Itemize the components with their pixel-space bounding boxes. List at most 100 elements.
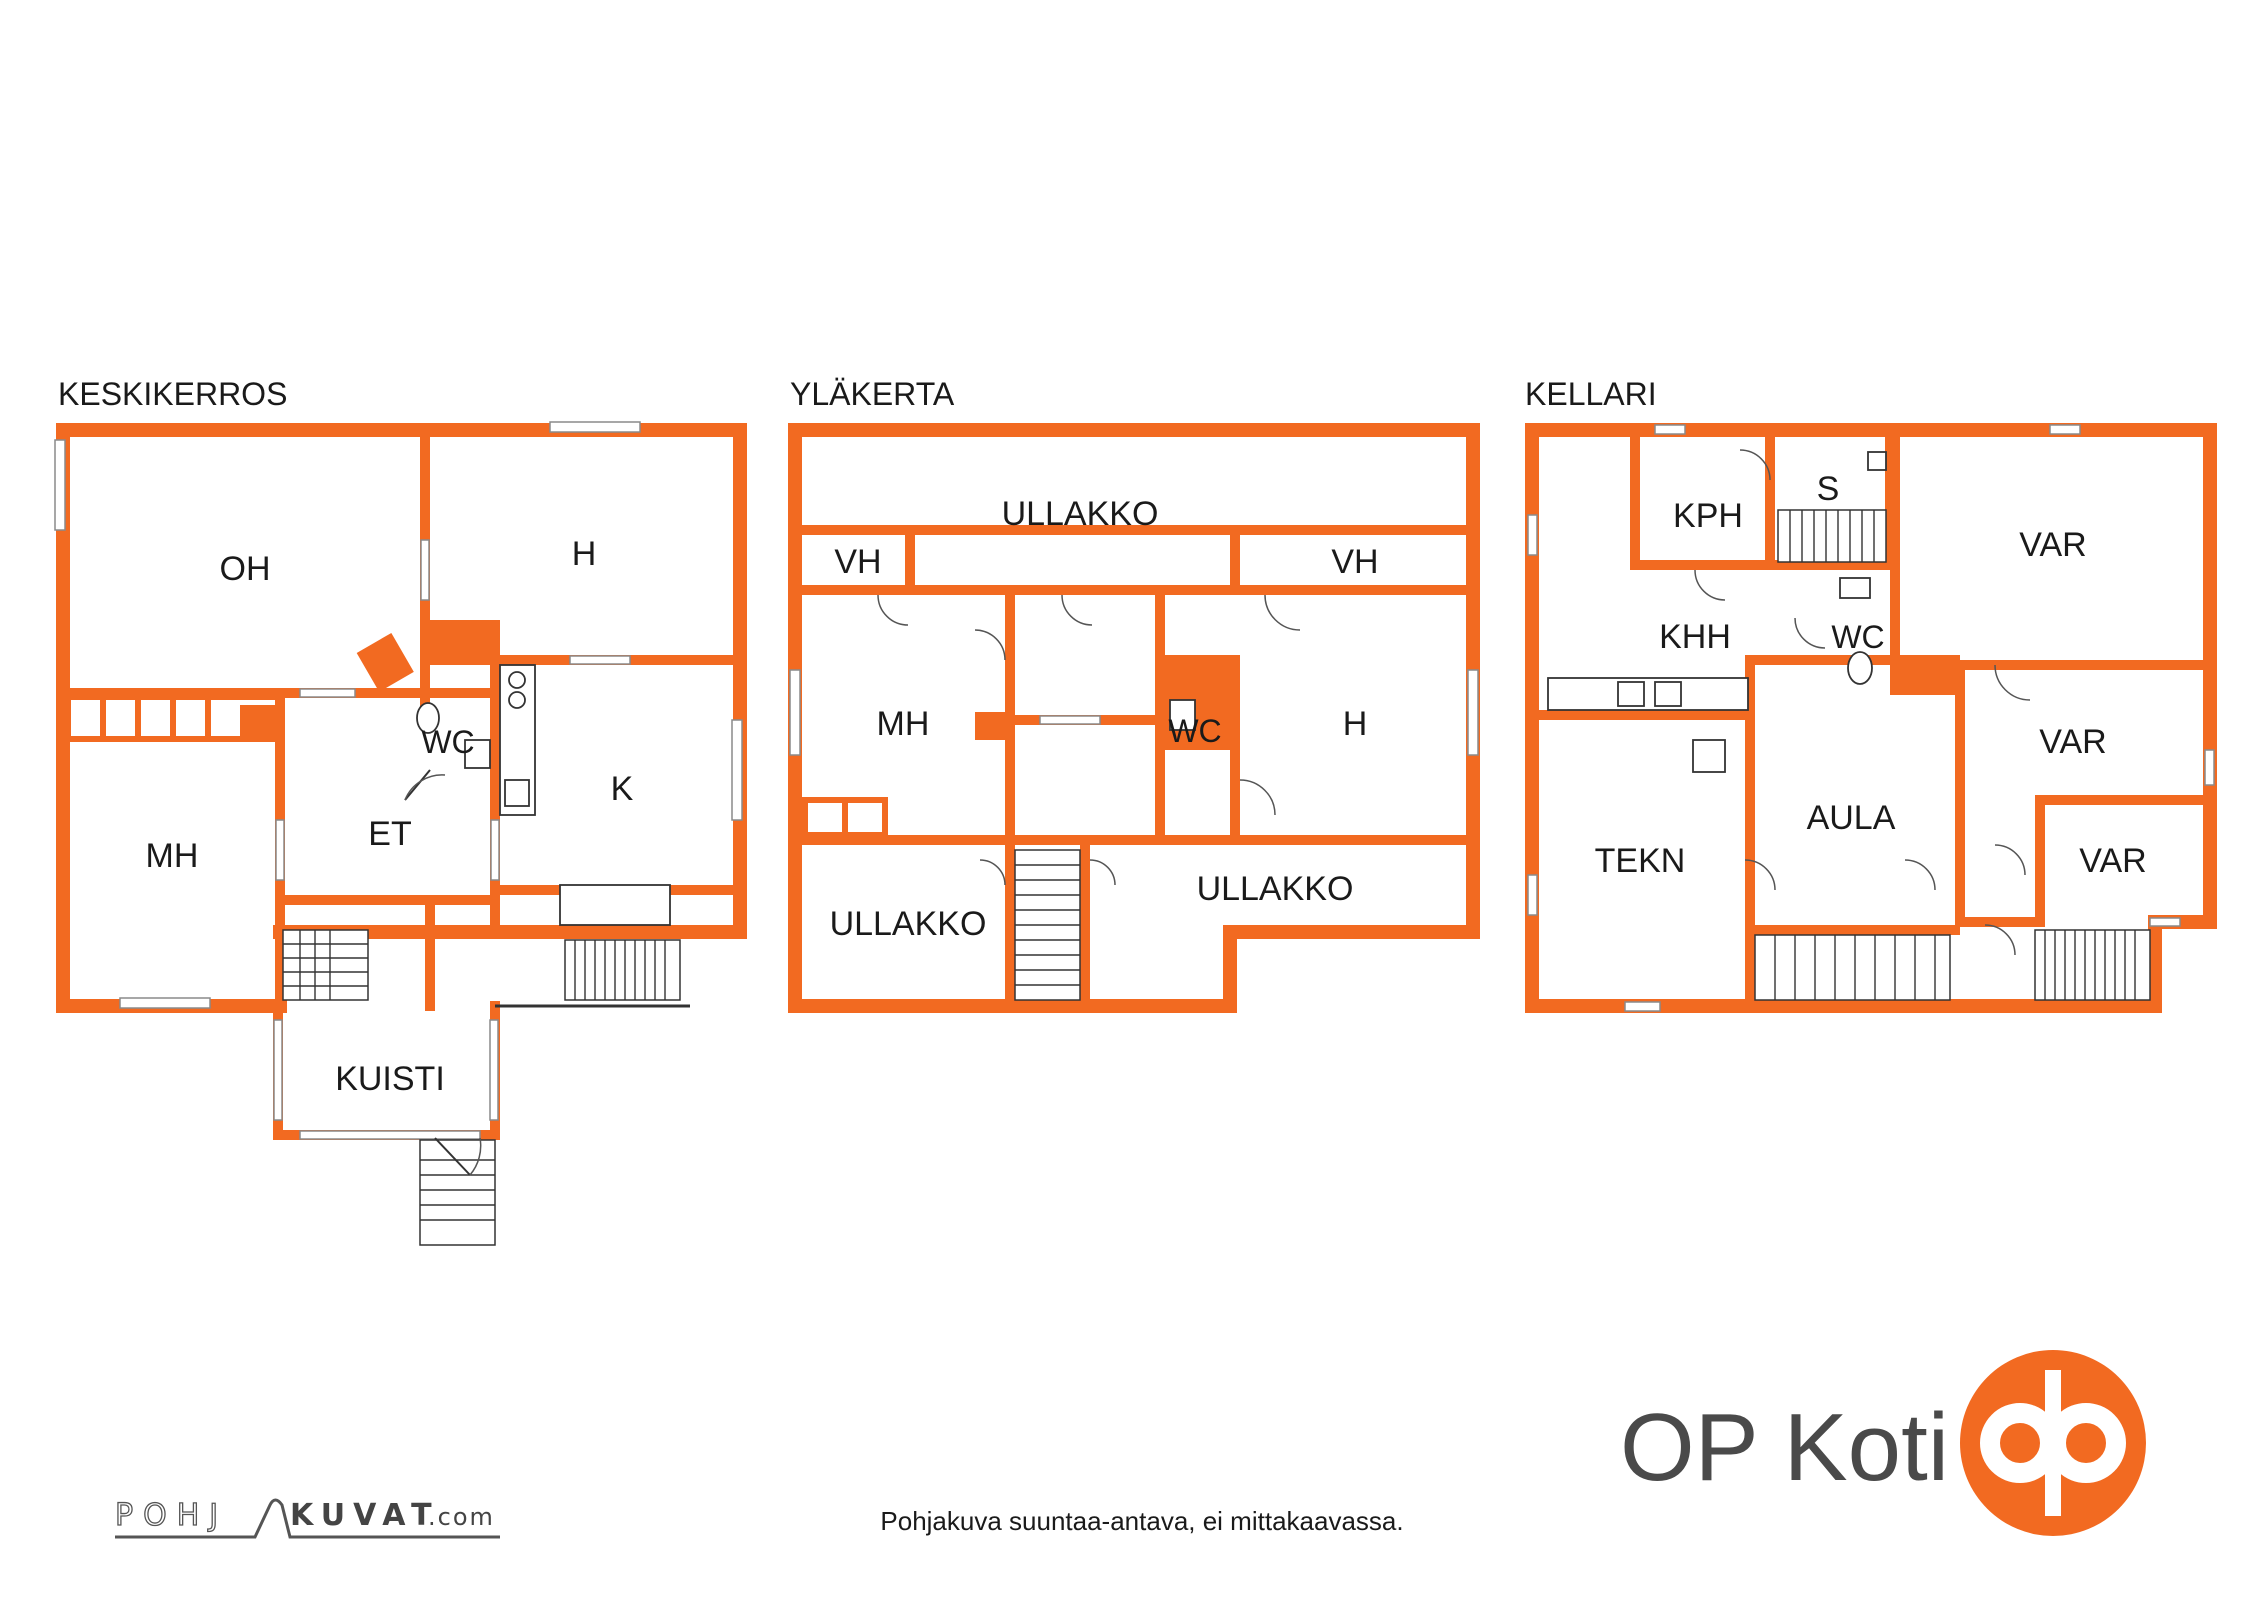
floor-keskikerros: KESKIKERROS: [54, 376, 747, 1246]
op-logo-icon: [1960, 1350, 2146, 1536]
door-arc-icon: [1904, 859, 1936, 891]
room-label: VAR: [2039, 723, 2106, 761]
exterior-wall: [788, 423, 1480, 1013]
fireplace: [420, 620, 500, 655]
room-label: ULLAKKO: [1197, 870, 1354, 908]
room-label: WC: [1168, 713, 1221, 749]
window: [1527, 874, 1538, 916]
window: [1654, 424, 1686, 435]
sauna-bench: [1777, 509, 1887, 563]
stairs-down: [282, 929, 369, 1001]
disclaimer-text: Pohjakuva suuntaa-antava, ei mittakaavas…: [880, 1506, 1403, 1536]
room-label: ULLAKKO: [830, 905, 987, 943]
door-arc-icon: [979, 859, 1006, 886]
door-arc-icon: [1089, 859, 1116, 886]
floor-title: KESKIKERROS: [58, 376, 287, 412]
door-arc-icon: [1694, 569, 1726, 601]
room-label: KUISTI: [335, 1060, 445, 1098]
window: [2049, 424, 2081, 435]
stairs-entry: [419, 1139, 496, 1246]
room-label: MH: [877, 705, 930, 743]
room-label: H: [572, 535, 597, 573]
window: [2149, 917, 2181, 927]
chimney-flue: [975, 712, 1005, 740]
window: [731, 719, 743, 821]
closet-row: [65, 694, 281, 742]
room-label: VAR: [2019, 526, 2086, 564]
chimney: [1895, 655, 1960, 695]
stairs: [1014, 849, 1081, 1001]
room-label: ET: [368, 815, 411, 853]
sink-icon: [504, 779, 530, 807]
room-label: H: [1343, 705, 1368, 743]
brand-name: OP Koti: [1620, 1394, 1949, 1501]
window: [54, 439, 66, 531]
room-label: WC: [421, 724, 474, 760]
toilet-icon: [416, 702, 440, 734]
door-arc-icon: [1744, 859, 1776, 891]
window: [420, 539, 430, 601]
floor-title: YLÄKERTA: [790, 376, 955, 412]
dryer-icon: [1617, 681, 1645, 707]
room-label: VH: [834, 543, 881, 581]
window: [789, 669, 801, 756]
door-arc-icon: [1794, 617, 1826, 649]
floor-kellari: KELLARI: [1525, 376, 2217, 1013]
room-label: ULLAKKO: [1002, 495, 1159, 533]
door-arc-icon: [404, 774, 446, 801]
window: [299, 688, 356, 698]
window: [299, 1130, 481, 1140]
door-arc-icon: [1994, 664, 2031, 701]
window: [1527, 514, 1538, 556]
door-arc-icon: [877, 594, 909, 626]
window: [489, 1019, 499, 1121]
door-arc-icon: [1264, 594, 1301, 631]
room-label: OH: [220, 550, 271, 588]
boiler-icon: [1692, 739, 1726, 773]
room-label: VH: [1331, 543, 1378, 581]
room-label: AULA: [1807, 799, 1896, 837]
interior-wall: [1527, 425, 2215, 1011]
chimney: [240, 705, 280, 739]
door-arc-icon: [1994, 844, 2026, 876]
room-label: K: [611, 770, 634, 808]
room-label: KHH: [1659, 618, 1731, 656]
stove-burner-icon: [508, 691, 526, 709]
window: [569, 655, 631, 665]
room-label: KPH: [1673, 497, 1743, 535]
window: [275, 819, 285, 881]
kitchen-island: [559, 884, 671, 926]
door-arc-icon: [974, 629, 1006, 661]
toilet-icon: [1847, 651, 1873, 685]
floor-ylakerta: YLÄKERTA: [788, 376, 1480, 1013]
pohjakuvat-watermark: POHJ KUVAT .com: [114, 1497, 500, 1539]
watermark-left: POHJ: [115, 1498, 228, 1533]
toilet-icon: [1169, 699, 1196, 731]
room-label: WC: [1831, 619, 1884, 655]
window: [119, 997, 211, 1009]
window: [273, 1019, 283, 1121]
floor-title: KELLARI: [1525, 376, 1657, 412]
watermark-right: KUVAT: [290, 1498, 440, 1533]
stairs-basement: [1754, 934, 1951, 1001]
watermark-underline: [115, 1498, 500, 1539]
room-label: MH: [146, 837, 199, 875]
door-swing-icon: [434, 1137, 471, 1176]
door-arc-icon: [1061, 594, 1093, 626]
watermark-suffix: .com: [428, 1503, 495, 1531]
window: [1624, 1001, 1661, 1012]
room-label: VAR: [2079, 842, 2146, 880]
washbasin-icon: [464, 739, 491, 769]
window: [1039, 715, 1101, 725]
door-arc-icon: [469, 1137, 482, 1176]
room-label: S: [1817, 470, 1840, 508]
room-label: TEKN: [1595, 842, 1686, 880]
washbasin-icon: [1839, 577, 1871, 599]
stairs-outdoor: [2034, 929, 2151, 1001]
door-arc-icon: [1984, 924, 2016, 956]
stove: [356, 632, 414, 692]
window: [1467, 669, 1479, 756]
stove-icon: [1867, 451, 1887, 471]
stove-burner-icon: [508, 671, 526, 689]
